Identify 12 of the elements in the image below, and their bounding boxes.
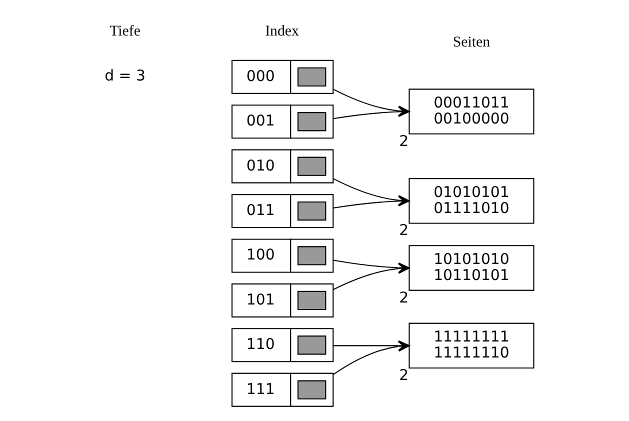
node-label: 2 bbox=[399, 221, 409, 240]
node-box: 00011011 00100000 bbox=[408, 88, 534, 134]
node-label: 2 bbox=[399, 132, 409, 150]
label: Seiten bbox=[452, 34, 490, 50]
node-label: 2 bbox=[399, 288, 409, 306]
node-box: 01010101 01111010 bbox=[408, 178, 534, 224]
label: Tiefe bbox=[110, 24, 140, 40]
node-box: 11111111 11111110 bbox=[408, 322, 534, 369]
label: d = 3 bbox=[104, 66, 146, 84]
node-box: 10101010 10110101 bbox=[408, 245, 534, 291]
node-label: 2 bbox=[399, 366, 409, 384]
label: Index bbox=[265, 24, 299, 40]
